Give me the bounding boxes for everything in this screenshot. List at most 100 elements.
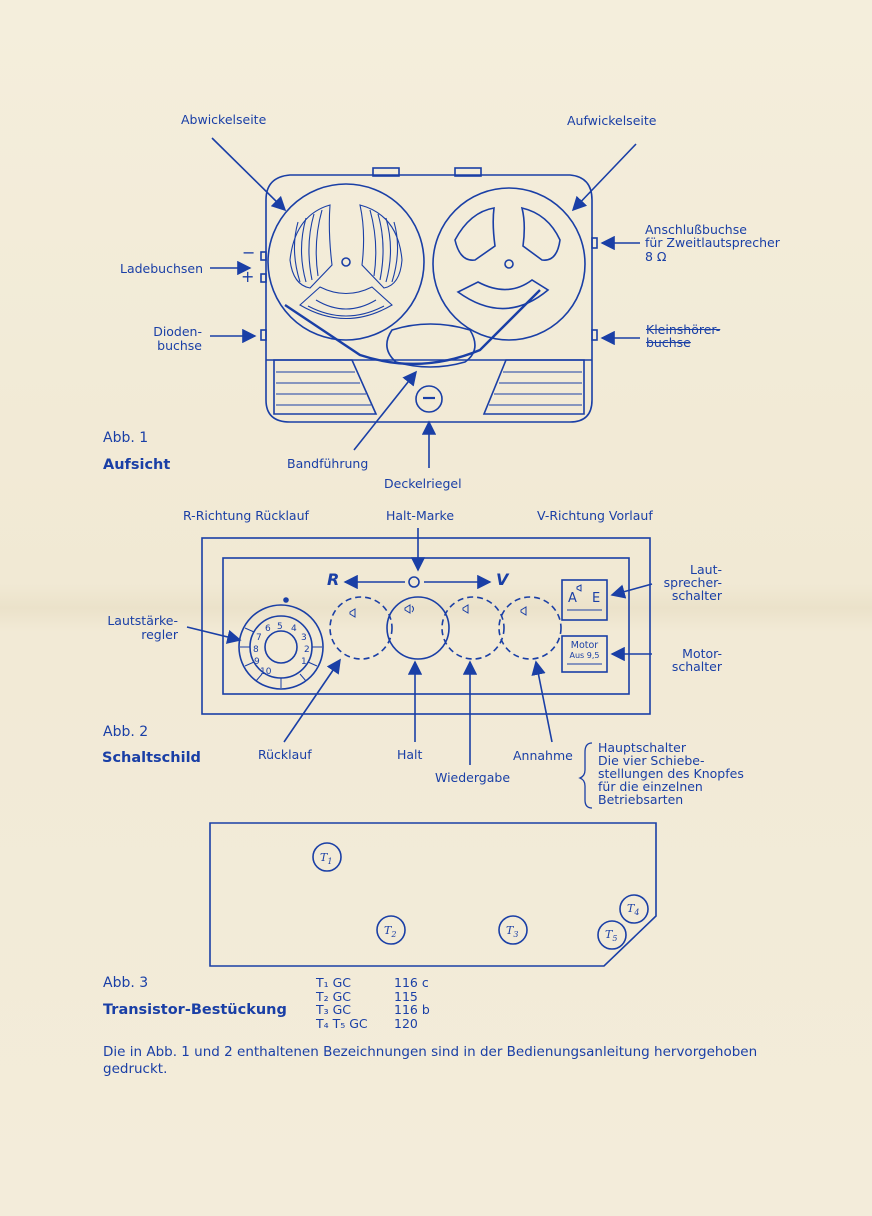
label-halt-marke: Halt-Marke [386, 508, 455, 523]
fig3-title: Transistor-Bestückung [103, 1002, 287, 1018]
latch-left [372, 167, 400, 177]
transistor-row: T₃ GC 116 b [316, 1003, 430, 1017]
transistor-type: 116 b [394, 1002, 430, 1017]
label-haupt-2: Die vier Schiebe- [598, 753, 705, 768]
fig1-number: Abb. 1 [103, 430, 149, 446]
position-ruecklauf [329, 596, 393, 660]
transistor-name: T₂ GC [316, 988, 352, 1004]
t5-label: T5 [605, 928, 617, 943]
transistor-t2 [376, 915, 406, 945]
t3-label: T3 [506, 924, 518, 939]
position-halt [386, 596, 450, 660]
transistor-t1 [312, 842, 342, 872]
dial-num-1: 1 [301, 657, 307, 667]
dial-num-3: 3 [301, 633, 307, 643]
transistor-type: 116 c [394, 975, 429, 990]
label-annahme: Annahme [513, 748, 573, 763]
fig3-number: Abb. 3 [103, 975, 149, 991]
label-haupt-3: stellungen des Knopfes [598, 766, 744, 781]
label-dioden-2: buchse [157, 338, 202, 353]
fig2-title: Schaltschild [102, 750, 201, 766]
switch-plate-outer [201, 537, 651, 715]
label-halt: Halt [397, 747, 423, 762]
transistor-row: T₁ GC 116 c [316, 976, 430, 990]
transistor-t5 [597, 920, 627, 950]
transistor-t3 [498, 915, 528, 945]
label-haupt-1: Hauptschalter [598, 740, 686, 755]
transistor-type: 115 [394, 988, 418, 1004]
label-abwickelseite: Abwickelseite [181, 112, 267, 127]
minus-sign: − [242, 243, 256, 262]
dial-ticks [240, 627, 322, 688]
label-lautstaerke-1: Lautstärke- [107, 613, 178, 628]
label-kleinhoerer-1: Kleinshörer- [646, 322, 721, 337]
label-anschluss-1: Anschlußbuchse [645, 222, 747, 237]
dial-num-10: 10 [260, 667, 272, 677]
volume-dial [238, 604, 324, 690]
transistor-list: T₁ GC 116 c T₂ GC 115 T₃ GC 116 b T₄ T₅ GC 1… [316, 976, 430, 1030]
t1-label: T1 [320, 851, 332, 866]
motor-switch [561, 635, 608, 673]
label-ruecklauf: Rücklauf [258, 747, 312, 762]
left-reel [267, 183, 425, 341]
circuit-board-outline [209, 822, 657, 967]
fig2-number: Abb. 2 [103, 724, 149, 740]
transistor-name: T₃ GC [316, 1002, 352, 1017]
t2-label: T2 [384, 924, 396, 939]
dial-num-9: 9 [254, 657, 260, 667]
label-anschluss-2: für Zweitlautsprecher [645, 235, 780, 250]
switch-plate-inner [222, 557, 630, 695]
label-v: V [496, 570, 509, 589]
transistor-name: T₄ T₅ GC [316, 1015, 368, 1031]
label-r: R [327, 570, 340, 589]
label-wiedergabe: Wiedergabe [435, 770, 511, 785]
dial-num-5: 5 [277, 622, 283, 632]
speaker-grille-left [273, 359, 378, 415]
switch-a: A [568, 591, 577, 606]
label-laut-2: sprecher- [663, 575, 722, 590]
label-motor-1: Motor- [682, 646, 722, 661]
transistor-row: T₄ T₅ GC 120 [316, 1015, 430, 1031]
cover-latch [415, 385, 443, 413]
speaker-switch [561, 579, 608, 621]
label-laut-1: Laut- [690, 562, 722, 577]
label-lautstaerke-2: regler [141, 627, 178, 642]
tape-guide [386, 323, 476, 368]
label-r-richtung: R-Richtung Rücklauf [183, 508, 309, 523]
speaker-grille-right [482, 359, 585, 415]
label-anschluss-3: 8 Ω [645, 249, 667, 264]
motor-box-2: Aus 9,5 [569, 651, 600, 660]
transistor-name: T₁ GC [316, 975, 352, 990]
latch-right [454, 167, 482, 177]
label-motor-2: schalter [671, 659, 722, 674]
dial-num-2: 2 [304, 645, 310, 655]
label-aufwickelseite: Aufwickelseite [567, 113, 657, 128]
switch-e: E [592, 591, 601, 606]
label-v-richtung: V-Richtung Vorlauf [537, 508, 653, 523]
transistor-type: 120 [394, 1015, 418, 1031]
transistor-t4 [619, 894, 649, 924]
dial-num-7: 7 [256, 633, 262, 643]
label-haupt-4: für die einzelnen [598, 779, 703, 794]
label-bandfuehrung: Bandführung [287, 456, 369, 471]
label-haupt-5: Betriebsarten [598, 792, 684, 807]
position-wiedergabe [441, 596, 505, 660]
transistor-row: T₂ GC 115 [316, 988, 430, 1004]
label-ladebuchsen: Ladebuchsen [120, 261, 204, 276]
label-deckelriegel: Deckelriegel [384, 476, 462, 491]
label-laut-3: schalter [671, 588, 722, 603]
motor-box-1: Motor [570, 640, 599, 651]
label-kleinhoerer-2: buchse [646, 335, 691, 350]
dial-num-4: 4 [291, 624, 297, 634]
dial-num-8: 8 [253, 645, 259, 655]
dial-num-6: 6 [265, 624, 271, 634]
footnote: Die in Abb. 1 und 2 enthaltenen Bezeichn… [103, 1044, 758, 1077]
plus-sign: + [241, 267, 255, 286]
fig1-title: Aufsicht [103, 457, 171, 473]
label-dioden-1: Dioden- [153, 324, 202, 339]
position-annahme [498, 596, 562, 660]
right-reel [432, 187, 586, 341]
t4-label: T4 [627, 902, 639, 917]
